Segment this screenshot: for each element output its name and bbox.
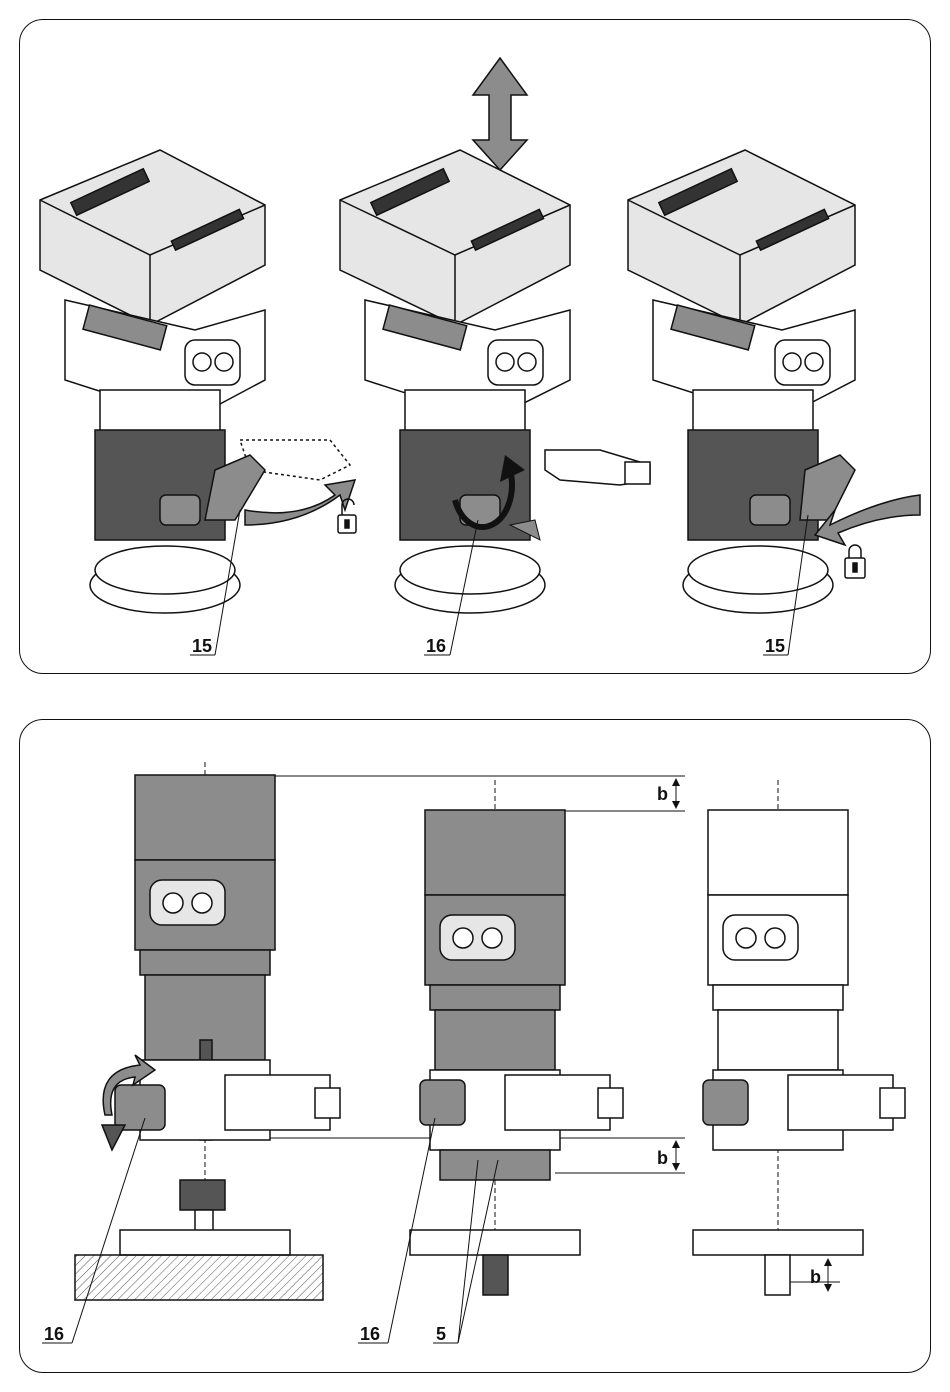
dimension-b-top: b [657, 784, 668, 804]
router-left-bottom [75, 762, 340, 1300]
dimension-b-bottom: b [810, 1267, 821, 1287]
lock-icon [845, 545, 865, 578]
router-left-top [40, 150, 355, 613]
router-middle-top [340, 150, 650, 613]
callout-16-middle: 16 [426, 636, 446, 656]
callout-5-bottom-middle: 5 [436, 1324, 446, 1344]
router-middle-bottom [410, 780, 623, 1295]
router-right-bottom [693, 780, 905, 1295]
callout-16-bottom-middle: 16 [360, 1324, 380, 1344]
callout-16-bottom-left: 16 [44, 1324, 64, 1344]
callout-15-left: 15 [192, 636, 212, 656]
router-right-top [628, 150, 920, 613]
dimension-b-middle: b [657, 1148, 668, 1168]
callout-15-right: 15 [765, 636, 785, 656]
up-down-arrow-icon [473, 58, 527, 170]
